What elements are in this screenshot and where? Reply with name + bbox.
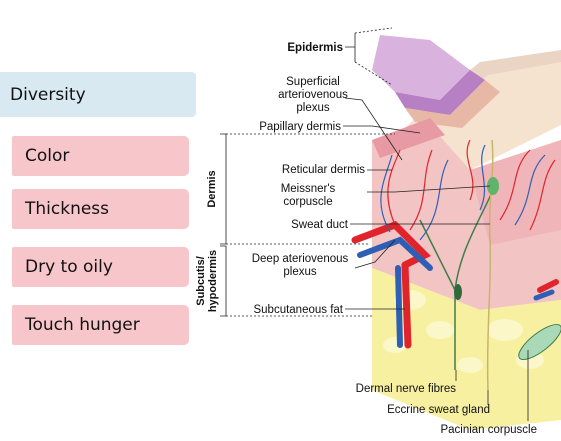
label-meissner-2: corpuscle [283, 196, 332, 208]
label-epidermis: Epidermis [287, 42, 343, 54]
tab-color: Color [12, 136, 189, 176]
eccrine-gland [454, 284, 462, 300]
label-pacinian: Pacinian corpuscle [440, 424, 537, 436]
label-subcutis-side-1: Subcutis/ [195, 256, 207, 306]
tab-thickness-label: Thickness [25, 199, 109, 219]
tab-dry-to-oily: Dry to oily [12, 247, 189, 287]
label-dermal-nerve: Dermal nerve fibres [356, 383, 457, 395]
label-superficial-plexus-3: plexus [296, 102, 329, 114]
tab-diversity-label: Diversity [10, 85, 86, 105]
label-sweat-duct: Sweat duct [291, 219, 349, 231]
tab-thickness: Thickness [12, 189, 189, 229]
label-reticular-dermis: Reticular dermis [282, 164, 365, 176]
label-meissner-1: Meissner's [281, 183, 336, 195]
tab-touch-hunger: Touch hunger [12, 305, 189, 345]
skin-block-illustration [355, 35, 561, 430]
tab-touch-hunger-label: Touch hunger [25, 315, 140, 335]
label-superficial-plexus-1: Superficial [286, 76, 340, 88]
label-papillary-dermis: Papillary dermis [259, 121, 341, 133]
tab-diversity: Diversity [0, 72, 196, 117]
label-deep-plexus-2: plexus [283, 266, 316, 278]
tab-dry-to-oily-label: Dry to oily [25, 257, 113, 277]
label-eccrine: Eccrine sweat gland [387, 404, 490, 416]
label-subcutaneous-fat: Subcutaneous fat [253, 304, 343, 316]
label-superficial-plexus-2: arteriovenous [278, 89, 348, 101]
label-deep-plexus-1: Deep ateriovenous [252, 253, 349, 265]
label-dermis-side: Dermis [206, 170, 218, 207]
tab-color-label: Color [25, 146, 69, 166]
label-subcutis-side-2: hypodermis [207, 250, 219, 312]
